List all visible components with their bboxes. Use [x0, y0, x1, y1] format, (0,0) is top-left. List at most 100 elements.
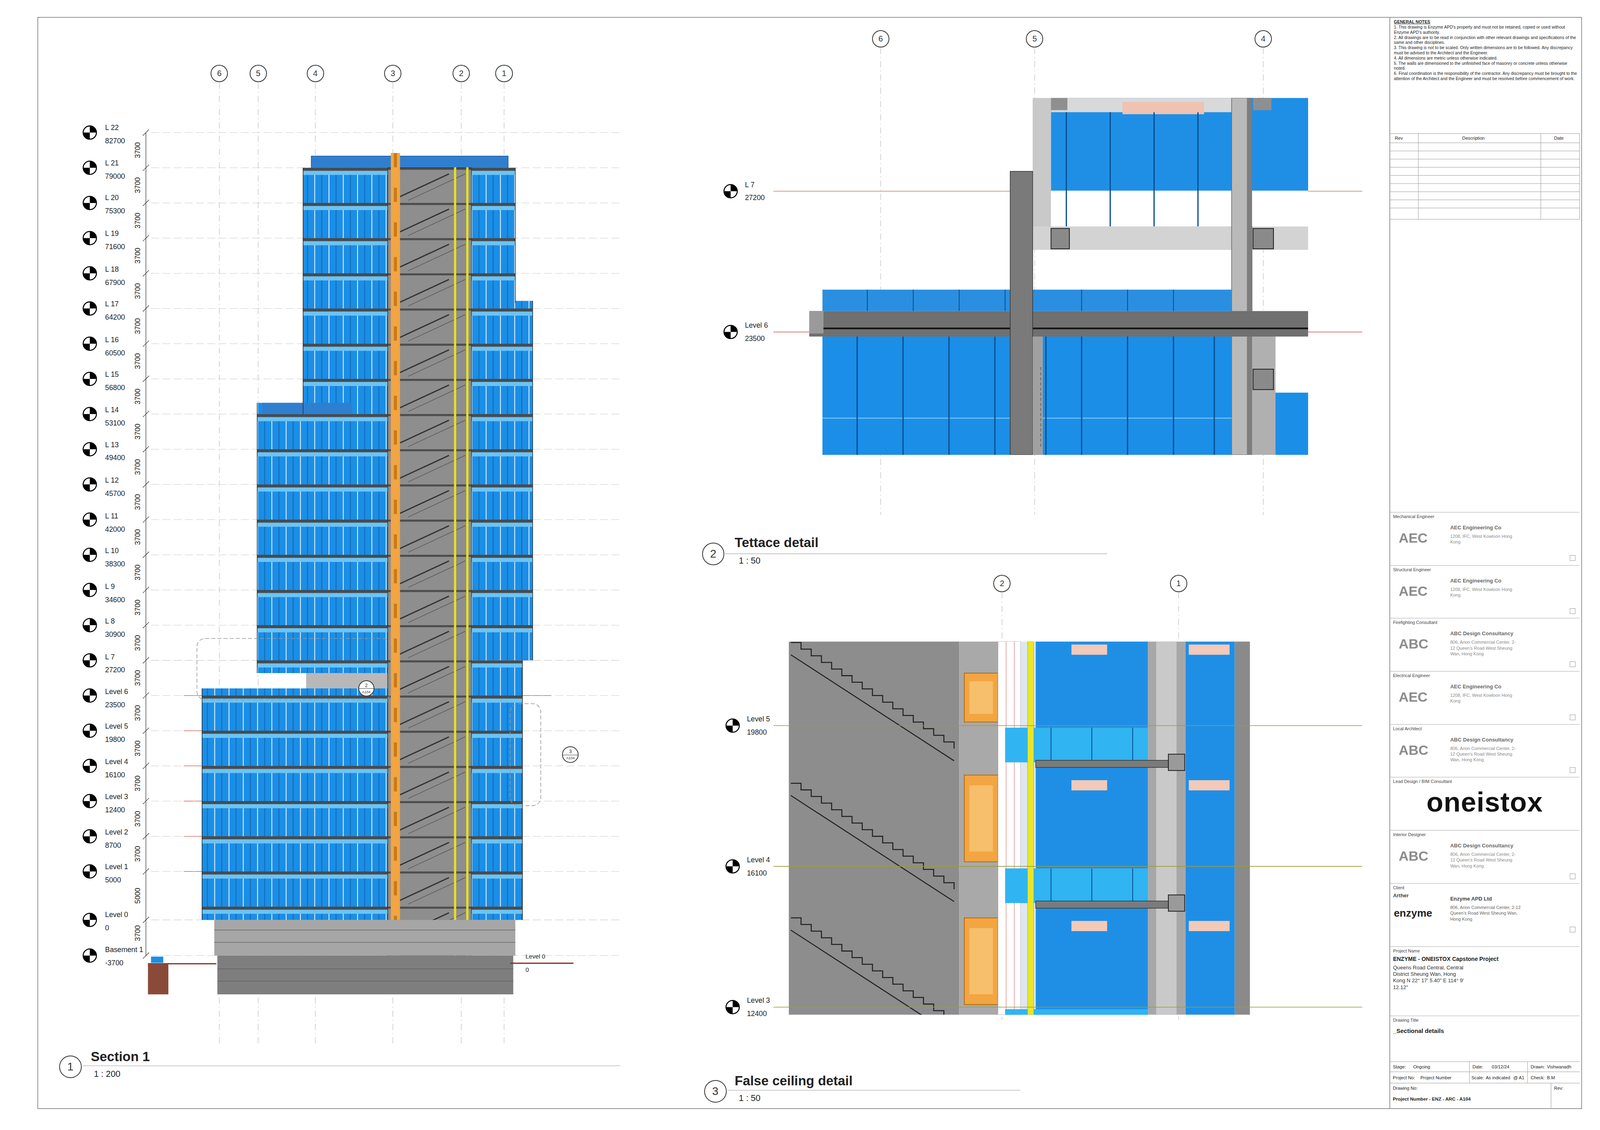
- level-markers-part: [723, 325, 738, 339]
- panel-text: Project Name: [1393, 948, 1421, 954]
- note-text: 5. The walls are dimensioned to the unfi…: [1393, 60, 1578, 72]
- bubble-number: 6: [878, 34, 883, 43]
- false-ceiling-detail-part: [964, 917, 999, 1005]
- false-ceiling-detail-part: [1071, 780, 1108, 791]
- panel-text: enzyme: [1393, 907, 1433, 920]
- view-title-lines: [82, 554, 1108, 1091]
- bubble-number: 2: [999, 579, 1005, 588]
- dimension: 3700: [133, 925, 142, 941]
- title-block-text: @ A1: [1513, 1074, 1525, 1081]
- grid-bubble: 5: [249, 64, 267, 83]
- grid-bubble: 2: [702, 542, 725, 566]
- level-markers: [83, 126, 740, 1014]
- level-label: Level 1: [105, 862, 129, 871]
- dimension: 3700: [133, 423, 142, 440]
- panel-text: Structural Engineer: [1393, 567, 1431, 573]
- terrace-detail-part: [1252, 190, 1309, 227]
- false-ceiling-detail-part: [1147, 641, 1186, 1015]
- level-label: 60500: [105, 348, 125, 357]
- dimension: 3700: [133, 318, 142, 334]
- level-markers-part: [83, 266, 97, 280]
- building-section-part: [214, 930, 516, 982]
- terrace-detail-part: [1050, 190, 1232, 227]
- level-markers-part: [725, 1000, 740, 1014]
- level-markers-part: [83, 618, 97, 633]
- level-label: Level 0: [105, 910, 129, 919]
- false-ceiling-detail-part: [1188, 780, 1230, 791]
- level-label: 19800: [105, 735, 125, 744]
- building-section-part: [150, 956, 164, 963]
- terrace-detail-part: [1252, 336, 1276, 455]
- terrace-detail-part: [1246, 97, 1253, 455]
- dimension: 3700: [133, 529, 142, 546]
- level-label: 5000: [105, 876, 121, 885]
- bubble-number: 2: [458, 69, 464, 78]
- title-block-text: Rev:: [1554, 1085, 1564, 1092]
- dimension: 3700: [133, 353, 142, 370]
- dimension: 3700: [133, 810, 142, 827]
- false-ceiling-detail-part: [1004, 868, 1148, 904]
- panel-text: AEC Engineering Co: [1450, 524, 1502, 531]
- grid-bubble: 2: [993, 574, 1011, 593]
- level-label: L 8: [105, 617, 115, 626]
- title-block-panel: Structural EngineerAECAEC Engineering Co…: [1389, 565, 1580, 619]
- dimension: 3700: [133, 142, 142, 158]
- dimension: 3700: [133, 494, 142, 510]
- level-label: Level 6: [744, 321, 768, 330]
- panel-text: ABC Design Consultancy: [1450, 630, 1514, 637]
- false-ceiling-detail-part: [790, 917, 955, 1015]
- panel-text: AEC Engineering Co: [1450, 577, 1502, 584]
- terrace-detail: [809, 97, 1309, 455]
- panel-text: 1208, IFC, West Kowloon Hong Kong: [1450, 533, 1519, 546]
- terrace-detail-part: [1032, 336, 1043, 455]
- panel-text: AEC Engineering Co: [1450, 683, 1502, 690]
- general-notes: GENERAL NOTES1. This drawing is Enzyme A…: [1393, 19, 1578, 82]
- level-markers-part: [83, 829, 97, 844]
- view-title-lines-part: [727, 1089, 1021, 1091]
- level-label: Level 5: [105, 722, 129, 731]
- grid-bubble: 1: [1170, 574, 1188, 593]
- level-label: Level 4: [746, 855, 770, 864]
- grid-bubble: 6: [872, 30, 890, 48]
- dimension-chain-part: [142, 129, 149, 960]
- level-label: L 20: [105, 193, 119, 202]
- level-label: 16100: [105, 771, 125, 780]
- level-label: 12400: [746, 1009, 767, 1018]
- dimension: 3700: [133, 458, 142, 475]
- level-markers-part: [83, 724, 97, 738]
- view-title: Section 1: [90, 1049, 150, 1065]
- bubble-number: 6: [217, 69, 222, 78]
- title-block-text: Ongoing: [1413, 1064, 1431, 1070]
- level-label: 0: [105, 924, 110, 933]
- level-label: Level 2: [105, 828, 129, 837]
- title-block-text: Project Number: [1420, 1074, 1452, 1081]
- level-label: L 21: [105, 159, 119, 168]
- building-section-part: [147, 963, 169, 995]
- level-markers-part: [83, 948, 97, 963]
- level-label: 71600: [105, 242, 125, 251]
- note-text: 3. This drawing is not to be scaled. Onl…: [1393, 45, 1578, 56]
- level-lines: [150, 132, 623, 956]
- title-block-panel: Interior DesignerABCABC Design Consultan…: [1389, 830, 1580, 884]
- level-markers-part: [83, 794, 97, 809]
- panel-text: ABC: [1398, 848, 1429, 865]
- panel-text: 1208, IFC, West Kowloon Hong Kong: [1450, 586, 1519, 599]
- level-markers-part: [725, 859, 740, 874]
- terrace-detail-part: [809, 311, 1309, 337]
- note-text: 1. This drawing is Enzyme APD's property…: [1393, 24, 1578, 36]
- title-block-text: As indicated: [1485, 1074, 1511, 1081]
- sheet-reference: A104: [566, 756, 575, 761]
- title-block-panel: Drawing Title_Sectional details: [1389, 1015, 1580, 1062]
- level-label: 23500: [105, 700, 125, 709]
- building-section-part: [147, 963, 574, 964]
- false-ceiling-detail-part: [790, 783, 955, 902]
- title-block-panel: Lead Design / BIM Consultantoneistox: [1389, 777, 1580, 831]
- terrace-detail-part: [1252, 228, 1274, 249]
- building-section-part: [387, 167, 472, 956]
- level-markers-part: [723, 184, 738, 199]
- title-block-panel: Mechanical EngineerAECAEC Engineering Co…: [1389, 512, 1580, 566]
- false-ceiling-detail-part: [1188, 921, 1230, 932]
- panel-text: AEC: [1398, 689, 1428, 705]
- view-title: Tettace detail: [734, 535, 819, 551]
